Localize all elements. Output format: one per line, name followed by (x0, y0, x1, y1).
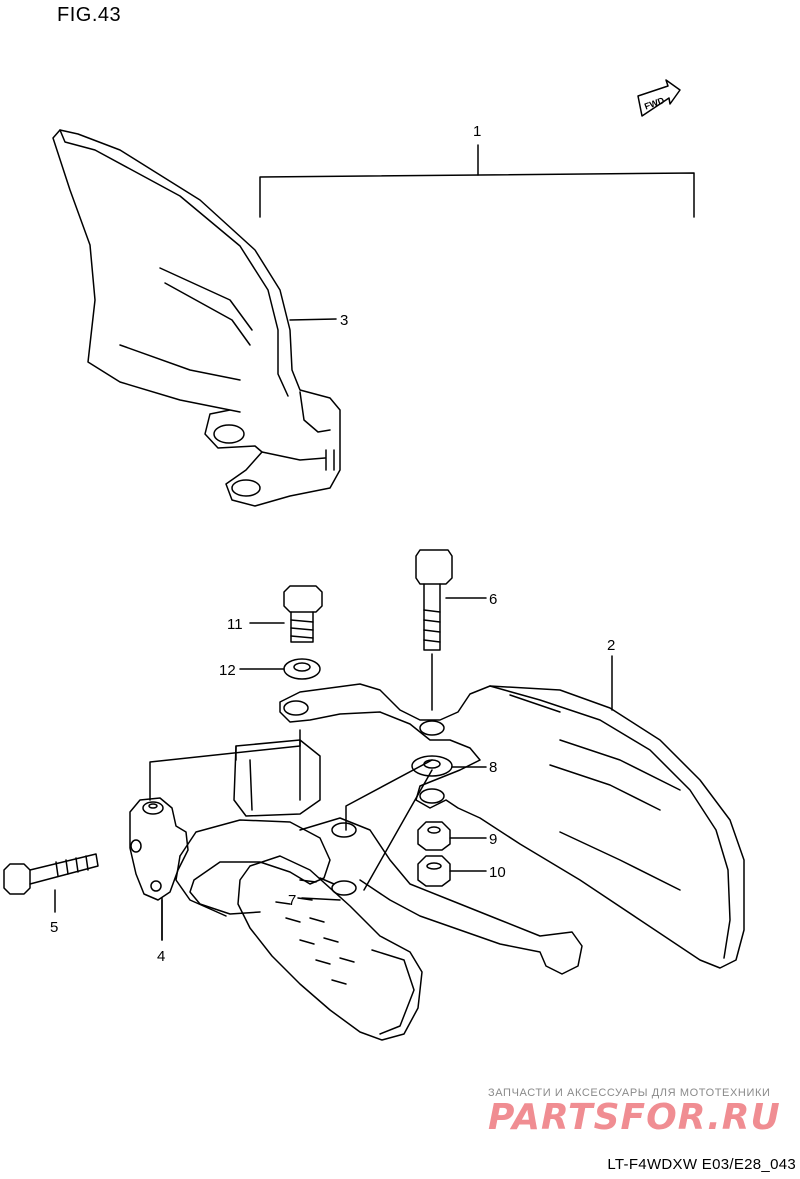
nut-9 (417, 821, 487, 851)
assembly-bracket (259, 144, 695, 218)
callout-10: 10 (489, 864, 506, 881)
callout-12: 12 (219, 662, 236, 679)
callout-2: 2 (607, 637, 615, 654)
handlebar-grip (175, 819, 423, 1041)
washer-12 (239, 658, 321, 680)
callout-11: 11 (227, 616, 243, 633)
leader-7 (301, 897, 341, 901)
nut-10 (417, 855, 487, 887)
callout-7: 7 (288, 892, 296, 909)
callout-4: 4 (157, 948, 165, 965)
bolt-6 (415, 549, 487, 711)
callout-3: 3 (340, 312, 348, 329)
callout-5: 5 (50, 919, 58, 936)
callout-9: 9 (489, 831, 497, 848)
washer-8 (411, 755, 487, 777)
figure-title: FIG.43 (57, 4, 122, 26)
fwd-arrow-icon: FWD (637, 79, 681, 117)
watermark-logo: PARTSFOR.RU (488, 1097, 781, 1138)
brake-lever (299, 817, 583, 975)
callout-8: 8 (489, 759, 497, 776)
bolt-5 (3, 853, 99, 913)
callout-labels: 1 2 3 4 5 6 7 8 9 10 11 12 (50, 123, 615, 965)
hand-guard-right (279, 655, 745, 969)
callout-6: 6 (489, 591, 497, 608)
callout-1: 1 (473, 123, 481, 140)
footer-code: LT-F4WDXW E03/E28_043 (607, 1156, 796, 1173)
assembly-guide-lines (149, 729, 433, 891)
hand-guard-left (52, 129, 341, 507)
watermark-tagline: ЗАПЧАСТИ И АКСЕССУАРЫ ДЛЯ МОТОТЕХНИКИ (488, 1087, 771, 1099)
lever-holder-4 (129, 739, 321, 941)
bolt-11 (249, 585, 323, 643)
